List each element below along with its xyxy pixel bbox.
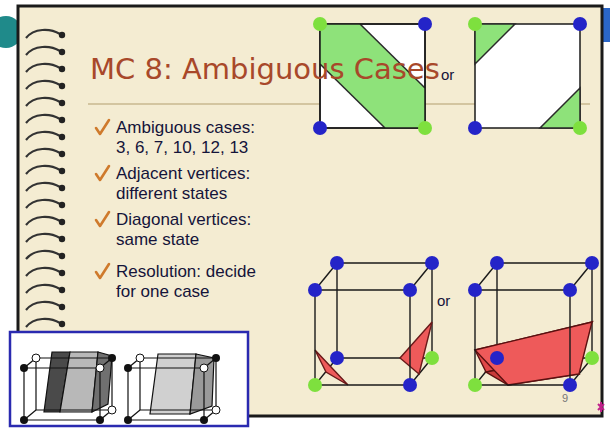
inset-figure: [10, 332, 248, 426]
bullet-text: Adjacent vertices: different states: [116, 164, 255, 204]
check-mark: [96, 166, 109, 180]
spiral-binding: [26, 30, 65, 327]
slide-title: MC 8: Ambiguous Cases: [90, 52, 440, 86]
page-number: 9: [562, 392, 568, 404]
check-mark: [96, 120, 109, 134]
bullet-text: Diagonal vertices: same state: [116, 210, 256, 250]
spiral-ring: [26, 285, 65, 293]
spiral-ring: [26, 132, 65, 140]
spiral-ring: [26, 149, 65, 157]
square-case-b: [468, 17, 587, 135]
spiral-ring: [26, 200, 65, 208]
spiral-ring: [26, 268, 65, 276]
spiral-ring: [26, 47, 65, 55]
spiral-ring: [26, 81, 65, 89]
spiral-ring: [26, 302, 65, 310]
spiral-ring: [26, 166, 65, 174]
spiral-ring: [26, 30, 65, 38]
bullet-text: Ambiguous cases: 3, 6, 7, 10, 12, 13: [116, 118, 259, 158]
bullet-text: Resolution: decide for one case: [116, 262, 269, 302]
corner-logo: [598, 402, 604, 412]
or-label: or: [441, 66, 454, 83]
spiral-ring: [26, 115, 65, 123]
check-mark: [96, 264, 109, 278]
spiral-ring: [26, 217, 65, 225]
spiral-ring: [26, 64, 65, 72]
cube-case-a: [308, 256, 439, 392]
check-marks: [96, 120, 109, 278]
or-label: or: [437, 292, 450, 309]
check-mark: [96, 212, 109, 226]
notebook-page: [18, 6, 602, 416]
spiral-ring: [26, 183, 65, 191]
spiral-ring: [26, 251, 65, 259]
spiral-ring: [26, 234, 65, 242]
spiral-ring: [26, 98, 65, 106]
spiral-ring: [26, 319, 65, 327]
cube-case-b: [468, 256, 599, 392]
